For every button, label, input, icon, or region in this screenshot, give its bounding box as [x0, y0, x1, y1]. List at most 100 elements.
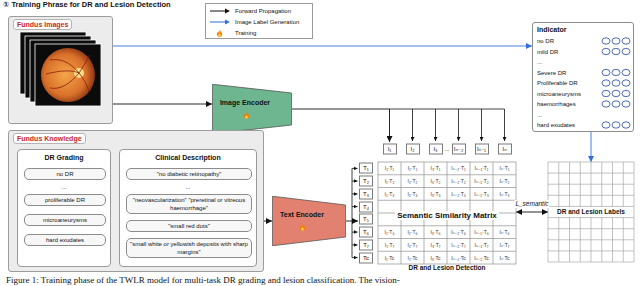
matrix-cell-text: I₂·T₆ [407, 229, 417, 235]
item-box: hard exudates [24, 234, 106, 246]
connector [264, 221, 272, 222]
fan-arrow [352, 257, 358, 258]
matrix-cell-text: Iₙ₋₁·T₃ [474, 191, 488, 197]
feature-token: Tc [359, 252, 373, 263]
similarity-grid [378, 162, 516, 264]
connector [292, 109, 390, 142]
fan-bar [390, 109, 505, 110]
feature-token: T₂ [359, 176, 373, 187]
encoder-label: Image Encoder [212, 98, 278, 107]
feature-token: Iₙ [498, 144, 512, 155]
sample-line [210, 22, 226, 23]
matrix-cell-text: I₂·T₃ [407, 191, 417, 197]
matrix-cell-text: Iₙ₋₂·T₂ [451, 178, 466, 184]
grid-frame [378, 162, 516, 264]
matrix-cell-text: Iₙ₋₂·T₁ [451, 165, 465, 171]
grid-frame [548, 162, 634, 262]
legend-row: Forward Propagation [209, 6, 309, 16]
connector [516, 212, 548, 213]
legend-sample [209, 29, 231, 37]
matrix-cell-text: I₁·T₇ [385, 242, 395, 248]
matrix-cell-text: Iₙ₋₁·T₁ [474, 165, 488, 171]
indicator-row: ... [537, 110, 542, 120]
matrix-cell-text: Iₙ₋₂·Tc [451, 255, 466, 261]
matrix-cell-text: Iₙ₋₂·T₃ [451, 191, 466, 197]
panel-box: no DRproliferable DRmicroaneurysmshard e… [8, 130, 264, 272]
item-box: "small white or yellowish deposits with … [126, 238, 252, 258]
connector [113, 46, 532, 47]
group-box: "no diabetic retinopathy""neovasculariza… [119, 149, 257, 267]
fan-arrow [352, 232, 358, 233]
encoder-trapezoid [272, 196, 345, 246]
fan-arrow [481, 109, 482, 141]
item-text: no DR [28, 170, 102, 178]
grid-lines [378, 162, 516, 264]
group-heading: Clinical Description [120, 153, 256, 162]
item-text: "small red dots" [130, 222, 248, 230]
panel-heading: Fundus Knowledge [13, 133, 86, 144]
grid-lines [548, 162, 634, 262]
matrix-cell-text: I₂·T₇ [408, 242, 418, 248]
figure-title: ① Training Phrase for DR and Lesion Dete… [3, 0, 171, 10]
matrix-cell-text: Iₙ·Tc [499, 255, 509, 261]
encoder-trapezoid [212, 84, 291, 134]
matrix-cell-text: Iₙ·T₁ [500, 165, 510, 171]
matrix-cell-text: I₁·T₁ [385, 165, 394, 171]
ellipsis-mark: ... [61, 184, 66, 190]
label-grid-title: DR and Lesion Labels [555, 207, 627, 217]
feature-token: Iₙ₋₂ [452, 144, 466, 155]
indicator-row: microaneurysms [537, 89, 581, 99]
legend-text: Forward Propagation [235, 6, 291, 16]
training-icon [217, 29, 222, 37]
indicator-heading: Indicator [537, 25, 567, 34]
item-box: "small red dots" [126, 220, 252, 232]
connector-label: L_semantic [514, 200, 549, 208]
text-feature-fan [352, 168, 358, 257]
matrix-cell-text: Iₙ₋₁·T₂ [474, 178, 488, 184]
matrix-cell-text: I₂·Tc [408, 255, 418, 261]
indicator-row: haemorrhages [537, 99, 576, 109]
item-text: hard exudates [28, 236, 102, 244]
legend-text: Training [235, 28, 256, 38]
matrix-caption: DR and Lesion Detection [378, 264, 516, 272]
matrix-cell-text: I₂·T₂ [408, 178, 418, 184]
image-feature-fan [390, 109, 505, 141]
fan-arrow [412, 109, 413, 141]
item-text: proliferable DR [28, 196, 102, 204]
matrix-cell-text: Iₙ₋₂·T₇ [451, 242, 465, 248]
matrix-cell-text: Iₙ₋₁·T₆ [474, 229, 488, 235]
matrix-cell-text: Iₙ₋₁·T₇ [474, 242, 488, 248]
label-grid-title-holder: DR and Lesion Labels [548, 162, 634, 262]
group-heading: DR Grading [18, 153, 110, 162]
matrix-cell-text: Iₙ·T₆ [499, 229, 509, 235]
similarity-matrix: Semantic Similarity MatrixDR and Lesion … [358, 142, 516, 273]
encoder-shape [272, 196, 346, 246]
sample-line [210, 11, 226, 12]
figure-caption: Figure 1: Training phase of the TWLR mod… [6, 275, 400, 285]
matrix-cell-text: I₁·T₂ [385, 178, 395, 184]
fan-arrow [352, 181, 358, 182]
indicator-row: Severe DR [537, 68, 566, 78]
matrix-cell-text: Iₙ·T₃ [499, 191, 509, 197]
matrix-cell-text: I₃·T₃ [430, 191, 440, 197]
matrix-cell-text: Iₙ·T₂ [499, 178, 509, 184]
matrix-cell-text: I₃·Tc [430, 255, 440, 261]
sample-head [225, 20, 230, 25]
feature-token: T₆ [359, 227, 373, 238]
connector [113, 104, 212, 105]
indicator-row: Proliferable DR [537, 78, 578, 88]
matrix-cell-text: I₃·T₇ [431, 242, 441, 248]
fan-arrow [352, 168, 358, 169]
panel-box: Fundus Images [8, 16, 113, 124]
fan-arrow [458, 109, 459, 141]
matrix-cell-text: I₁·T₆ [385, 229, 395, 235]
ellipsis-mark: ... [444, 146, 449, 152]
encoder-block: Text Encoder [272, 196, 346, 246]
feature-token: T₃ [359, 188, 373, 199]
feature-token: T₇ [359, 239, 373, 250]
feature-token: Iₙ₋₁ [475, 144, 489, 155]
item-box: no DR [24, 168, 106, 180]
item-text: "small white or yellowish deposits with … [130, 240, 248, 256]
label-grid-lines [548, 162, 634, 262]
